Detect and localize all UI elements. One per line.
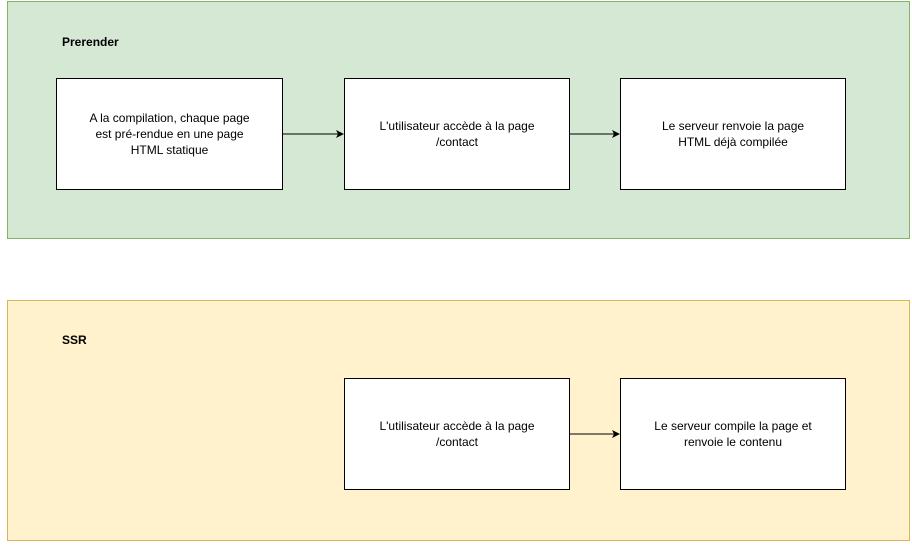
ssr-step-server-compile[interactable]: Le serveur compile la page et renvoie le… — [620, 378, 846, 490]
prerender-step-server-return[interactable]: Le serveur renvoie la page HTML déjà com… — [620, 78, 846, 190]
prerender-step-compile[interactable]: A la compilation, chaque page est pré-re… — [56, 78, 283, 190]
prerender-step-user-access[interactable]: L'utilisateur accède à la page /contact — [344, 78, 570, 190]
prerender-title: Prerender — [62, 35, 119, 49]
ssr-step-user-access[interactable]: L'utilisateur accède à la page /contact — [344, 378, 570, 490]
ssr-title: SSR — [62, 333, 87, 347]
